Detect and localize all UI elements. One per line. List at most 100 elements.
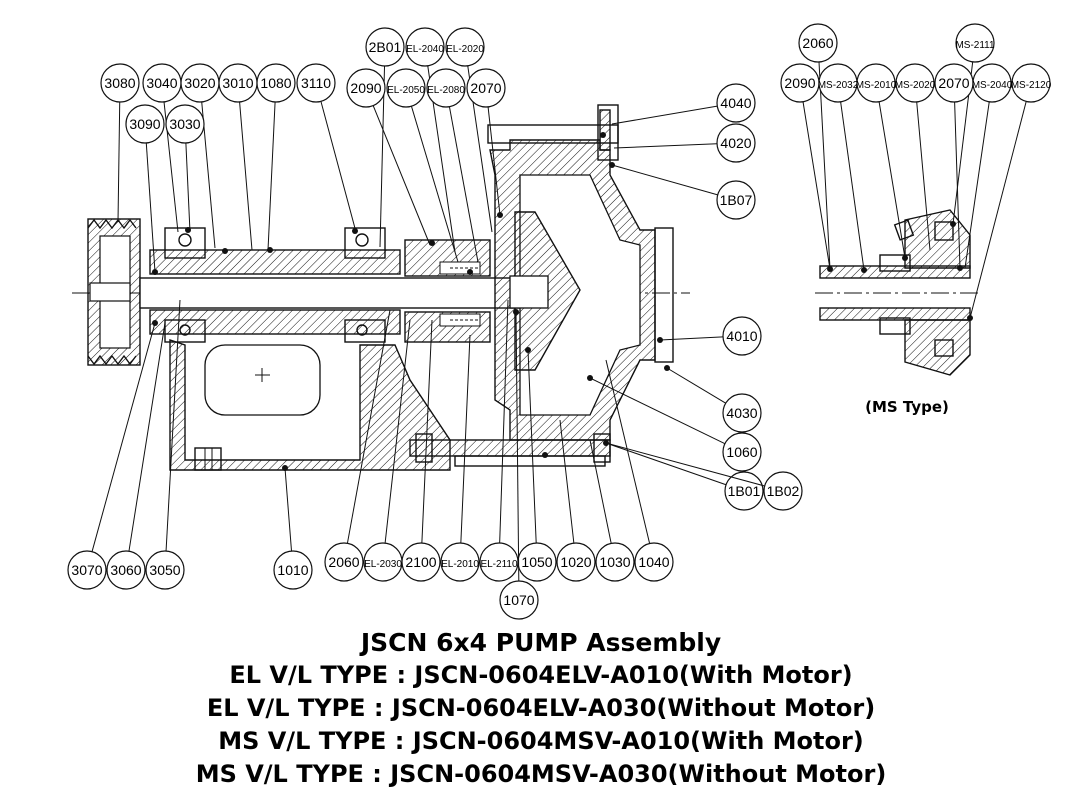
callout-label: MS-2032 — [818, 80, 859, 91]
callout-1050: 1050 — [517, 349, 557, 582]
callout-ms-2120: MS-2120 — [969, 63, 1052, 319]
callout-label: 1070 — [503, 592, 534, 608]
leader-line — [954, 101, 961, 269]
leader-line — [515, 311, 520, 582]
callout-1b07: 1B07 — [611, 164, 756, 220]
leader-line — [527, 349, 537, 544]
callout-label: 4040 — [720, 95, 751, 111]
leader-line — [499, 299, 509, 544]
callout-label: MS-2020 — [895, 80, 936, 91]
tie-rod — [409, 433, 611, 467]
callout-label: 1030 — [599, 554, 630, 570]
model-line-1: EL V/L TYPE : JSCN-0604ELV-A010(With Mot… — [229, 661, 853, 689]
callout-label: 1010 — [277, 562, 308, 578]
callout-bubble — [256, 63, 296, 103]
leader-line — [128, 322, 166, 552]
callout-el-2030: EL-2030 — [363, 319, 411, 582]
callout-2100: 2100 — [401, 319, 441, 582]
callout-bubble — [595, 542, 635, 582]
callout-bubble — [972, 63, 1012, 103]
callout-bubble — [763, 471, 803, 511]
leader-line — [284, 467, 293, 552]
callout-label: 2B01 — [369, 39, 402, 55]
leader-line — [666, 367, 726, 404]
leader-line — [421, 319, 433, 544]
callout-bubble — [405, 27, 445, 67]
callout-4030: 4030 — [666, 367, 762, 433]
callout-label: 3010 — [222, 75, 253, 91]
callout-label: 1080 — [260, 75, 291, 91]
callout-label: 1B01 — [728, 483, 761, 499]
callout-2070: 2070 — [466, 68, 506, 216]
callout-label: EL-2110 — [480, 559, 518, 570]
callout-bubble — [895, 63, 935, 103]
callout-bubble — [722, 393, 762, 433]
callout-2b01: 2B01 — [365, 27, 405, 248]
leader-line — [969, 101, 1027, 319]
callout-bubble — [401, 542, 441, 582]
callout-label: 4020 — [720, 135, 751, 151]
callout-label: 2090 — [350, 80, 381, 96]
cross-section-diagram: (MS Type) 308030403020301010803110309030… — [67, 23, 1052, 620]
leader-line — [605, 442, 765, 487]
callout-ms-2040: MS-2040 — [964, 63, 1013, 269]
callout-label: EL-2030 — [364, 559, 402, 570]
callout-label: MS-2040 — [972, 80, 1013, 91]
assembly-title: JSCN 6x4 PUMP Assembly — [360, 628, 722, 657]
leader-line — [605, 359, 651, 544]
callout-bubble — [1011, 63, 1051, 103]
callout-ms-2060: 2060 — [798, 23, 838, 270]
leader-line — [117, 101, 121, 223]
callout-label: 1020 — [560, 554, 591, 570]
callout-bubble — [724, 471, 764, 511]
callout-label: 1B07 — [720, 192, 753, 208]
callout-bubble — [556, 542, 596, 582]
callout-label: 3110 — [301, 75, 331, 91]
leader-line — [840, 101, 865, 271]
leader-line — [384, 319, 411, 544]
callout-bubble — [125, 104, 165, 144]
callout-label: 1060 — [726, 444, 757, 460]
callout-label: 2070 — [470, 80, 501, 96]
callout-label: 3060 — [110, 562, 141, 578]
callout-2060: 2060 — [324, 309, 391, 582]
leader-line — [320, 101, 357, 233]
coupling-pulley — [87, 218, 141, 366]
callout-label: EL-2050 — [387, 85, 425, 96]
leader-line — [559, 419, 575, 544]
callout-3060: 3060 — [106, 322, 166, 590]
callout-3050: 3050 — [145, 299, 185, 590]
model-line-4: MS V/L TYPE : JSCN-0604MSV-A030(Without … — [195, 760, 887, 788]
callout-bubble — [324, 542, 364, 582]
callout-1070: 1070 — [499, 311, 539, 620]
ms-type-label: (MS Type) — [865, 398, 949, 416]
callout-3030: 3030 — [165, 104, 205, 233]
leader-line — [613, 143, 718, 149]
callout-bubble — [100, 63, 140, 103]
leader-line — [916, 101, 931, 251]
leader-line — [145, 142, 156, 273]
callout-label: EL-2080 — [427, 85, 465, 96]
callout-label: 2060 — [802, 35, 833, 51]
callout-ms-2010: MS-2010 — [856, 63, 906, 259]
callout-1040: 1040 — [605, 359, 674, 582]
callout-bubble — [273, 550, 313, 590]
callout-label: 1050 — [521, 554, 552, 570]
leader-line — [165, 299, 181, 552]
leader-line — [589, 439, 612, 544]
main-assembly — [72, 104, 690, 471]
leader-line — [802, 101, 831, 270]
callout-label: EL-2010 — [441, 559, 479, 570]
leader-line — [372, 105, 431, 246]
callout-bubble — [296, 63, 336, 103]
callout-label: 3030 — [169, 116, 200, 132]
callout-bubble — [145, 550, 185, 590]
callout-label: 3020 — [184, 75, 215, 91]
callout-2090: 2090 — [346, 68, 431, 246]
leader-line — [267, 101, 276, 251]
leader-line — [460, 334, 471, 544]
callout-bubble — [386, 68, 426, 108]
frame-base — [169, 339, 451, 471]
callout-bubble — [466, 68, 506, 108]
callout-label: 3080 — [104, 75, 135, 91]
